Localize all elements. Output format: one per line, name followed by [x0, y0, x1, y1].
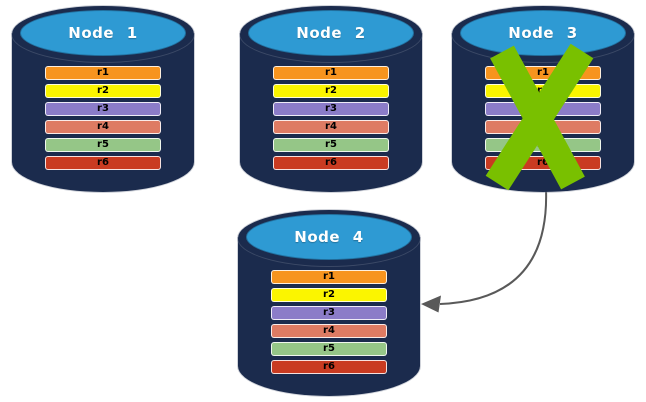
record-label: r5 [97, 139, 109, 150]
record-bar: r2 [273, 84, 389, 98]
record-label: r6 [323, 361, 335, 372]
cylinder-top-rim: Node 3 [452, 6, 634, 62]
record-label: r5 [537, 139, 549, 150]
record-bar: r2 [271, 288, 387, 302]
record-bar: r6 [485, 156, 601, 170]
record-label: r6 [97, 157, 109, 168]
record-label: r4 [323, 325, 335, 336]
cylinder-top-face: Node 3 [460, 10, 626, 56]
node-4-cylinder: Node 4 r1 r2 r3 r4 r5 r6 [238, 210, 420, 396]
record-bar: r4 [271, 324, 387, 338]
record-label: r6 [537, 157, 549, 168]
record-bar: r4 [273, 120, 389, 134]
record-bar: r6 [273, 156, 389, 170]
record-bar: r3 [485, 102, 601, 116]
node-1-cylinder: Node 1 r1 r2 r3 r4 r5 r6 [12, 6, 194, 192]
record-bar: r2 [45, 84, 161, 98]
node-title: Node 3 [508, 24, 578, 42]
record-label: r3 [323, 307, 335, 318]
node-title: Node 2 [296, 24, 366, 42]
record-label: r2 [97, 85, 109, 96]
record-bar: r4 [485, 120, 601, 134]
record-list: r1 r2 r3 r4 r5 r6 [273, 66, 389, 174]
record-label: r3 [537, 103, 549, 114]
record-bar: r5 [45, 138, 161, 152]
record-label: r3 [325, 103, 337, 114]
record-bar: r2 [485, 84, 601, 98]
node-title: Node 4 [294, 228, 364, 246]
record-label: r5 [323, 343, 335, 354]
node-3-cylinder: Node 3 r1 r2 r3 r4 r5 r6 [452, 6, 634, 192]
record-label: r1 [323, 271, 335, 282]
record-label: r6 [325, 157, 337, 168]
record-list: r1 r2 r3 r4 r5 r6 [271, 270, 387, 378]
record-label: r2 [537, 85, 549, 96]
record-label: r4 [537, 121, 549, 132]
record-list: r1 r2 r3 r4 r5 r6 [485, 66, 601, 174]
record-label: r2 [323, 289, 335, 300]
record-bar: r1 [45, 66, 161, 80]
cylinder-top-face: Node 2 [248, 10, 414, 56]
record-bar: r6 [271, 360, 387, 374]
node-title: Node 1 [68, 24, 138, 42]
record-label: r1 [325, 67, 337, 78]
record-bar: r5 [485, 138, 601, 152]
cylinder-top-face: Node 1 [20, 10, 186, 56]
record-bar: r1 [273, 66, 389, 80]
record-bar: r5 [273, 138, 389, 152]
cylinder-top-rim: Node 2 [240, 6, 422, 62]
record-label: r1 [537, 67, 549, 78]
record-bar: r6 [45, 156, 161, 170]
record-bar: r3 [273, 102, 389, 116]
record-bar: r1 [485, 66, 601, 80]
record-label: r4 [325, 121, 337, 132]
record-bar: r4 [45, 120, 161, 134]
node-2-cylinder: Node 2 r1 r2 r3 r4 r5 r6 [240, 6, 422, 192]
record-bar: r1 [271, 270, 387, 284]
record-label: r1 [97, 67, 109, 78]
cylinder-top-rim: Node 4 [238, 210, 420, 266]
record-label: r5 [325, 139, 337, 150]
arrow-curve [439, 188, 548, 305]
record-bar: r3 [271, 306, 387, 320]
record-bar: r5 [271, 342, 387, 356]
record-label: r2 [325, 85, 337, 96]
cylinder-top-face: Node 4 [246, 214, 412, 260]
record-label: r3 [97, 103, 109, 114]
arrow-head [421, 295, 441, 313]
record-label: r4 [97, 121, 109, 132]
record-list: r1 r2 r3 r4 r5 r6 [45, 66, 161, 174]
record-bar: r3 [45, 102, 161, 116]
cylinder-top-rim: Node 1 [12, 6, 194, 62]
